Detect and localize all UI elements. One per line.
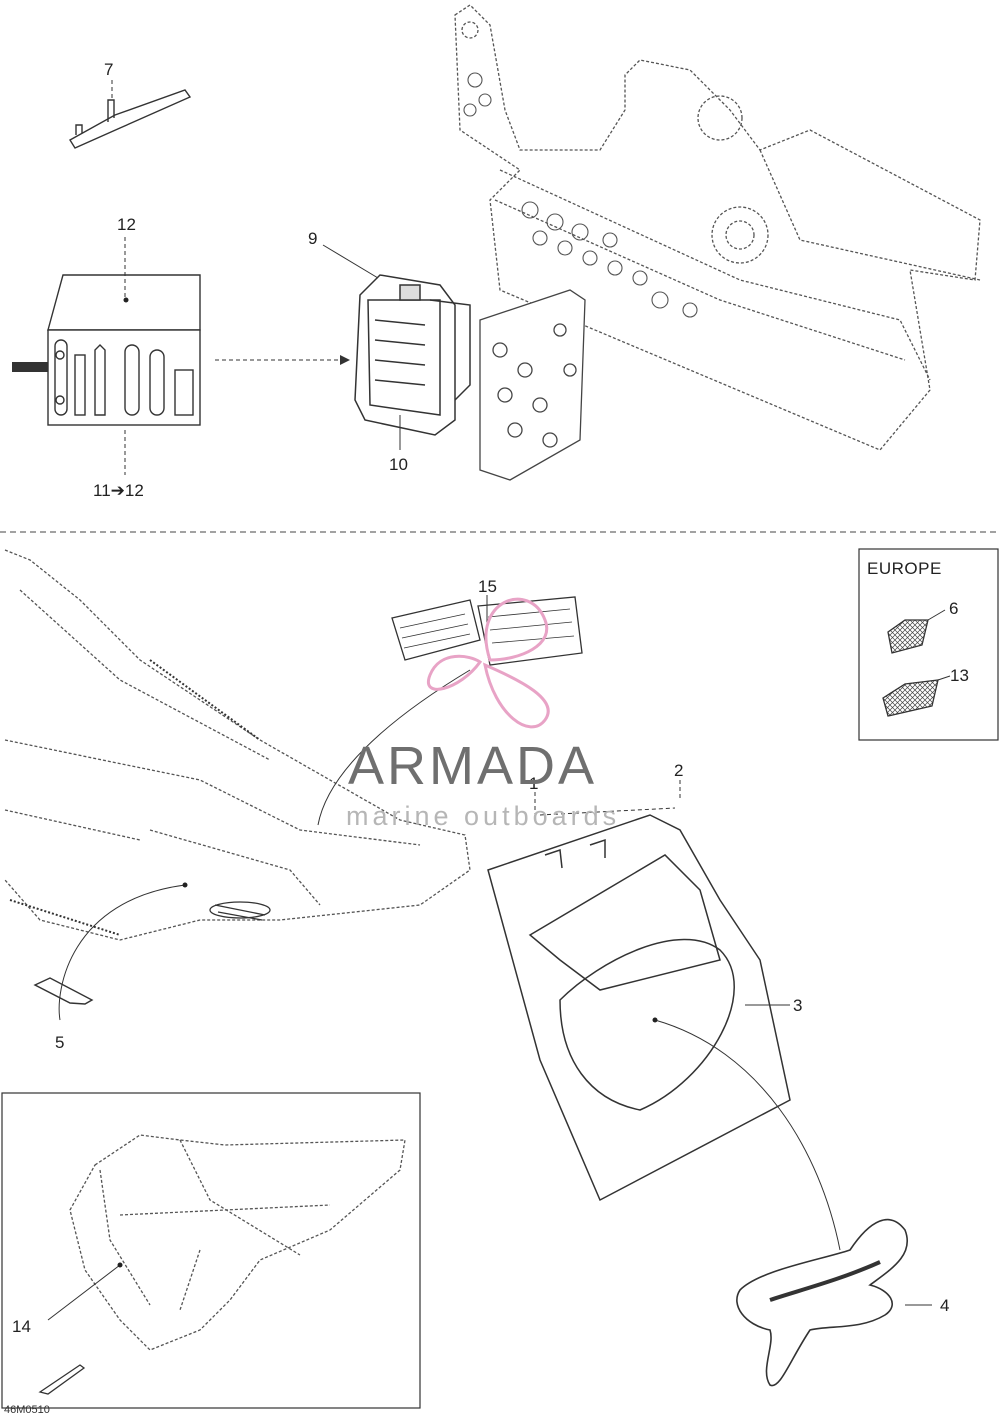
figure-code: 46M0510: [4, 1404, 50, 1416]
part-3-panel: [487, 814, 791, 1202]
part-6-vent: [887, 619, 929, 654]
callout-9: 9: [308, 229, 318, 248]
part-4-skidoo-decal: [736, 1218, 908, 1387]
tool-kit-box: [12, 274, 201, 426]
inset-box: [1, 1092, 421, 1409]
callout-15: 15: [478, 577, 497, 596]
callout-4: 4: [940, 1296, 950, 1315]
europe-label: EUROPE: [867, 559, 942, 578]
chassis-rail-teeth: [9, 659, 261, 936]
callout-2: 2: [674, 761, 684, 780]
chassis-holes: [463, 72, 698, 318]
callout-3: 3: [793, 996, 803, 1015]
callout-7: 7: [104, 60, 114, 79]
mounting-bracket: [479, 289, 586, 481]
callout-14: 14: [12, 1317, 31, 1336]
watermark-propeller-logo: [426, 597, 550, 729]
europe-region-box: [858, 548, 999, 741]
callout-12: 12: [117, 215, 136, 234]
part-5-decal: [33, 977, 94, 1005]
chassis-frame-top: [454, 4, 981, 451]
spring: [209, 901, 271, 921]
tool-holder: [354, 274, 471, 436]
callout-6: 6: [949, 599, 959, 618]
part-7-bracket: [69, 89, 192, 149]
callout-1: 1: [529, 774, 539, 793]
callout-11-12: 11➔12: [93, 481, 144, 500]
part-13-vent: [882, 679, 939, 717]
inner-structure: [69, 1134, 406, 1351]
part-14-decal: [38, 1364, 86, 1395]
callout-10: 10: [389, 455, 408, 474]
chassis-frame-left: [4, 549, 471, 941]
watermark-tagline: marine outboards: [346, 801, 621, 831]
callout-5: 5: [55, 1033, 65, 1052]
watermark-brand-name: ARMADA: [348, 736, 598, 796]
callout-13: 13: [950, 666, 969, 685]
